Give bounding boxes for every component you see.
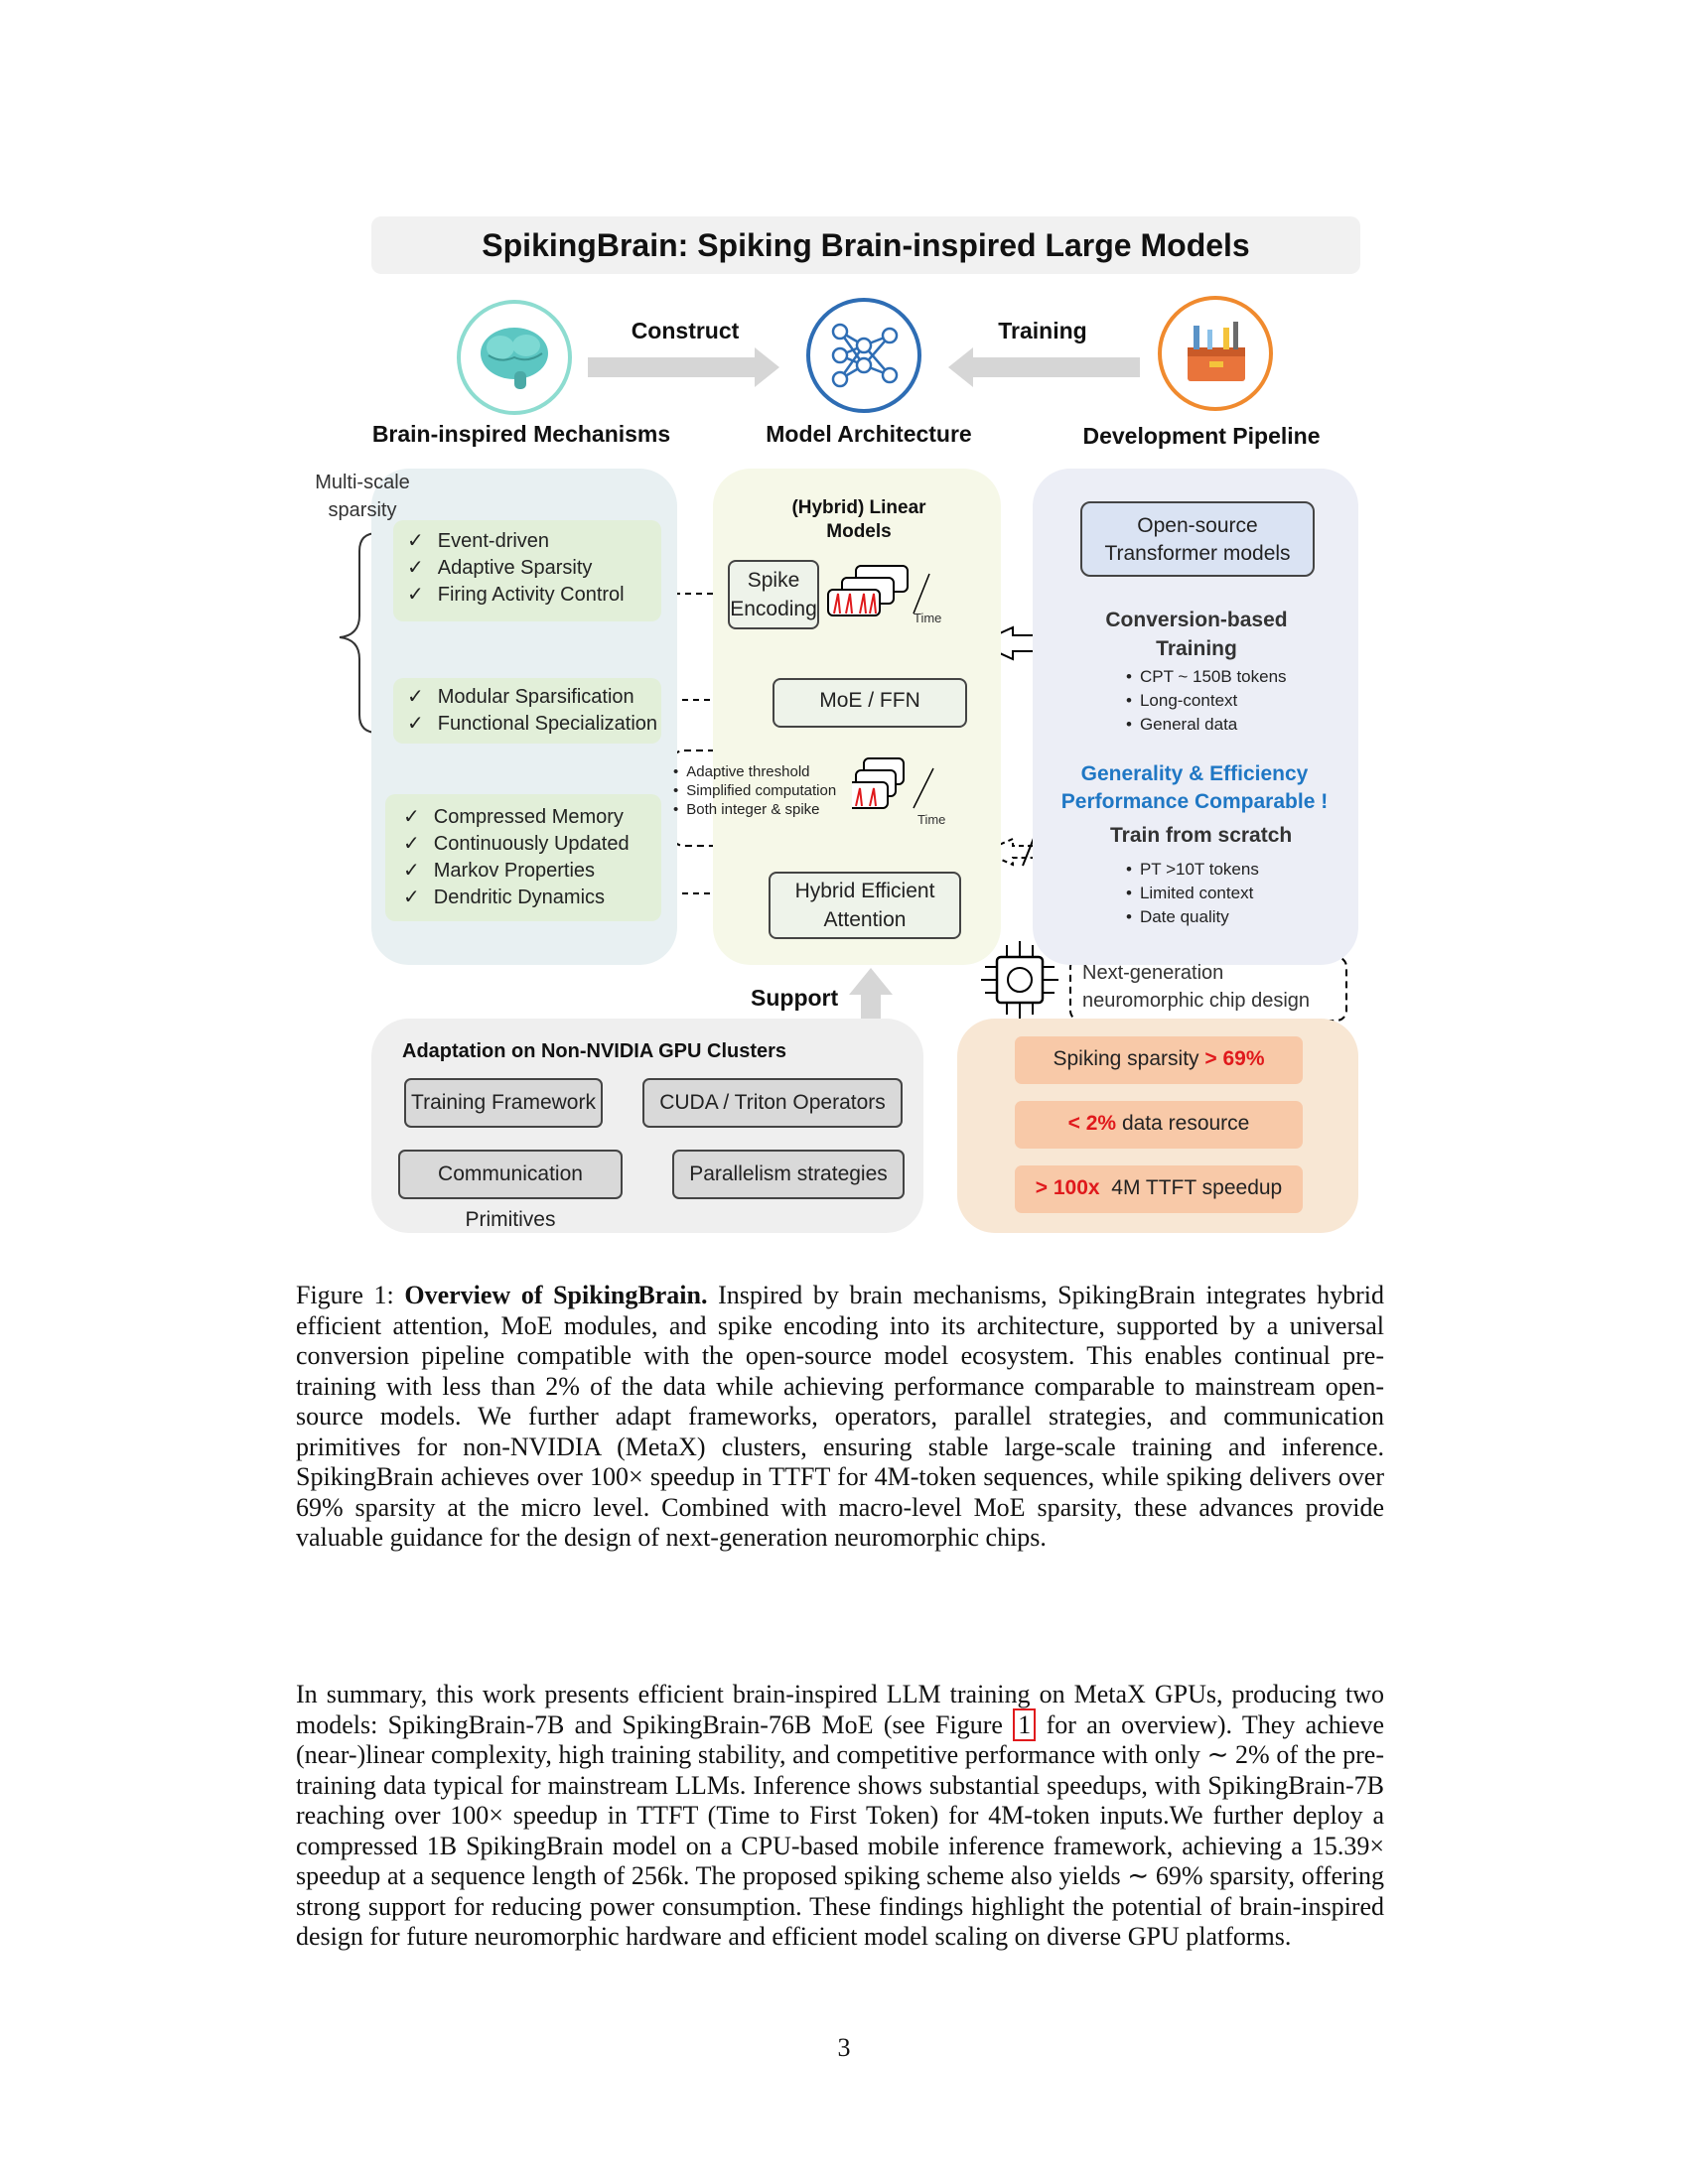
conversion-title: Conversion-based Training — [1105, 609, 1288, 660]
spike-train-lower-icon — [852, 757, 934, 809]
conversion-items: CPT ~ 150B tokens Long-context General d… — [1126, 665, 1287, 737]
cuda-triton-button: CUDA / Triton Operators — [642, 1078, 903, 1128]
spiking-sparsity-metric: Spiking sparsity > 69% — [1015, 1036, 1303, 1084]
training-label: Training — [998, 318, 1087, 343]
spike-notes: Adaptive threshold Simplified computatio… — [673, 762, 836, 819]
figure-caption: Figure 1: Overview of SpikingBrain. Insp… — [296, 1281, 1385, 1552]
scratch-items: PT >10T tokens Limited context Date qual… — [1126, 858, 1259, 929]
data-resource-metric: < 2% data resource — [1015, 1101, 1303, 1149]
chip-icon — [981, 941, 1058, 1019]
parallelism-strategies-button: Parallelism strategies — [672, 1150, 905, 1199]
time-label-lower: Time — [917, 812, 946, 827]
toolbox-icon — [1158, 296, 1273, 411]
chip-design-label: Next-generation neuromorphic chip design — [1082, 962, 1311, 1012]
mechanism-group-memory: Compressed Memory Continuously Updated M… — [385, 794, 661, 921]
communication-primitives-button: Communication Primitives — [398, 1150, 623, 1231]
figure-title: SpikingBrain: Spiking Brain-inspired Lar… — [371, 216, 1360, 274]
page-number: 3 — [837, 2033, 851, 2062]
hybrid-attention-box: Hybrid Efficient Attention — [769, 872, 961, 939]
architecture-label: Model Architecture — [766, 421, 972, 447]
moe-ffn-box: MoE / FFN — [773, 678, 967, 728]
construct-label: Construct — [631, 318, 740, 343]
time-label-upper: Time — [914, 611, 942, 625]
support-label: Support — [751, 985, 839, 1011]
linear-models-header: (Hybrid) Linear Models — [791, 497, 926, 542]
training-framework-button: Training Framework — [404, 1078, 603, 1128]
summary-paragraph: In summary, this work presents efficient… — [296, 1680, 1385, 1951]
network-icon — [806, 298, 921, 413]
scratch-title: Train from scratch — [1110, 824, 1293, 847]
spike-train-upper-icon — [827, 565, 930, 616]
multiscale-label: Multi-scale sparsity — [315, 472, 410, 521]
ttft-speedup-metric: > 100x 4M TTFT speedup — [1015, 1165, 1303, 1213]
mechanism-group-modular: Modular Sparsification Functional Specia… — [393, 678, 661, 744]
generality-statement: Generality & Efficiency Performance Comp… — [1060, 762, 1329, 813]
figure-reference-link[interactable]: 1 — [1013, 1707, 1037, 1741]
open-source-box: Open-source Transformer models — [1080, 501, 1315, 577]
spike-encoding-box: Spike Encoding — [728, 560, 819, 629]
mechanism-group-spiking: Event-driven Adaptive Sparsity Firing Ac… — [393, 520, 661, 621]
gpu-adaptation-title: Adaptation on Non-NVIDIA GPU Clusters — [402, 1040, 787, 1062]
mechanisms-label: Brain-inspired Mechanisms — [371, 421, 671, 447]
pipeline-label: Development Pipeline — [1082, 423, 1321, 449]
brain-icon — [457, 300, 572, 415]
